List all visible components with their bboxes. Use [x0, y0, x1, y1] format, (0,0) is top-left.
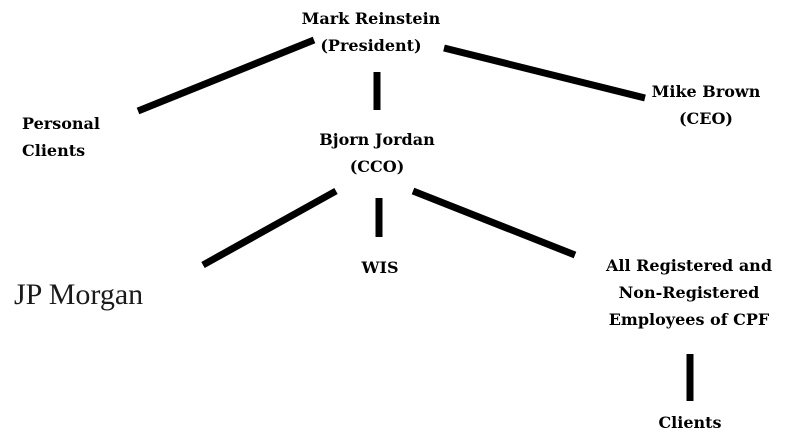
node-employees-line-1: All Registered and [605, 256, 772, 275]
node-employees-line-2: Non-Registered [618, 283, 760, 302]
node-clients-line-1: Clients [658, 413, 722, 432]
node-personal-line-2: Clients [22, 141, 86, 160]
node-wis: WIS [350, 254, 410, 281]
node-personal-line-1: Personal [22, 114, 100, 133]
node-employees-line-3: Employees of CPF [608, 310, 770, 329]
node-personal-clients: Personal Clients [22, 110, 100, 164]
node-clients: Clients [645, 409, 735, 436]
edge-mark-mike [443, 44, 646, 102]
node-mark-line-1: Mark Reinstein [301, 9, 441, 28]
node-bjorn-line-1: Bjorn Jordan [319, 130, 435, 149]
edge-bjorn-jpmorgan [201, 187, 338, 269]
jp-morgan-logo: JP Morgan [14, 278, 144, 311]
node-mark-line-2: (President) [320, 36, 422, 55]
node-mike-line-2: (CEO) [678, 109, 733, 128]
node-mark-reinstein: Mark Reinstein (President) [296, 5, 446, 59]
node-employees: All Registered and Non-Registered Employ… [592, 252, 785, 333]
edge-bjorn-employees [411, 187, 577, 259]
node-wis-line-1: WIS [361, 258, 399, 277]
edge-mark-personal [136, 36, 316, 115]
node-bjorn-jordan: Bjorn Jordan (CCO) [303, 126, 451, 180]
node-mike-line-1: Mike Brown [651, 82, 761, 101]
node-mike-brown: Mike Brown (CEO) [648, 78, 764, 132]
node-bjorn-line-2: (CCO) [349, 157, 405, 176]
